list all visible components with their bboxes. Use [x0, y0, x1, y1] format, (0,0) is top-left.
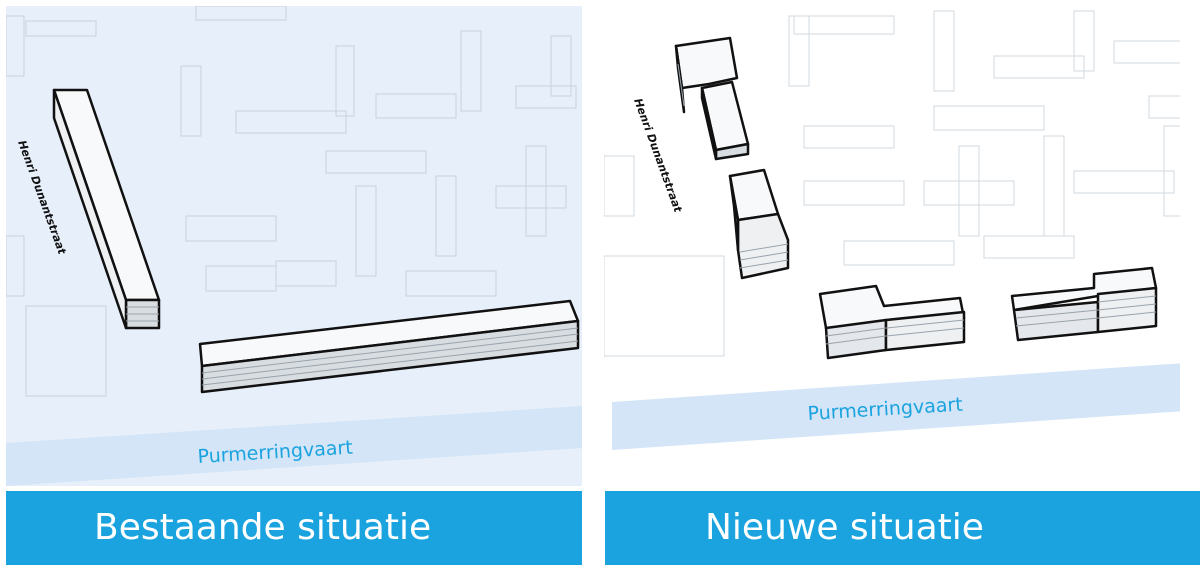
existing-situation-banner: Bestaande situatie: [6, 491, 582, 565]
new-building-southwest: [818, 284, 966, 360]
canal-band: [6, 406, 582, 486]
new-building-middle: [728, 168, 790, 280]
new-situation-panel: Purmerringvaart Henri Dunantstraat: [604, 6, 1180, 486]
existing-building-slab-north: [52, 88, 161, 330]
existing-situation-title: Bestaande situatie: [94, 507, 432, 548]
new-situation-map: Purmerringvaart Henri Dunantstraat: [604, 10, 1180, 450]
background-housing: [6, 6, 577, 397]
canal-band: [612, 363, 1180, 450]
existing-building-slab-south: [198, 299, 580, 394]
new-situation-banner: Nieuwe situatie: [605, 491, 1200, 565]
new-situation-title: Nieuwe situatie: [705, 507, 984, 548]
existing-situation-map: Purmerringvaart Henri Dunantstraat: [6, 6, 582, 486]
new-building-southeast: [1010, 266, 1158, 342]
street-label: Henri Dunantstraat: [631, 97, 685, 215]
background-housing: [604, 10, 1180, 357]
street-label: Henri Dunantstraat: [15, 139, 69, 257]
existing-situation-panel: Purmerringvaart Henri Dunantstraat: [6, 6, 582, 486]
new-building-north: [674, 36, 750, 161]
